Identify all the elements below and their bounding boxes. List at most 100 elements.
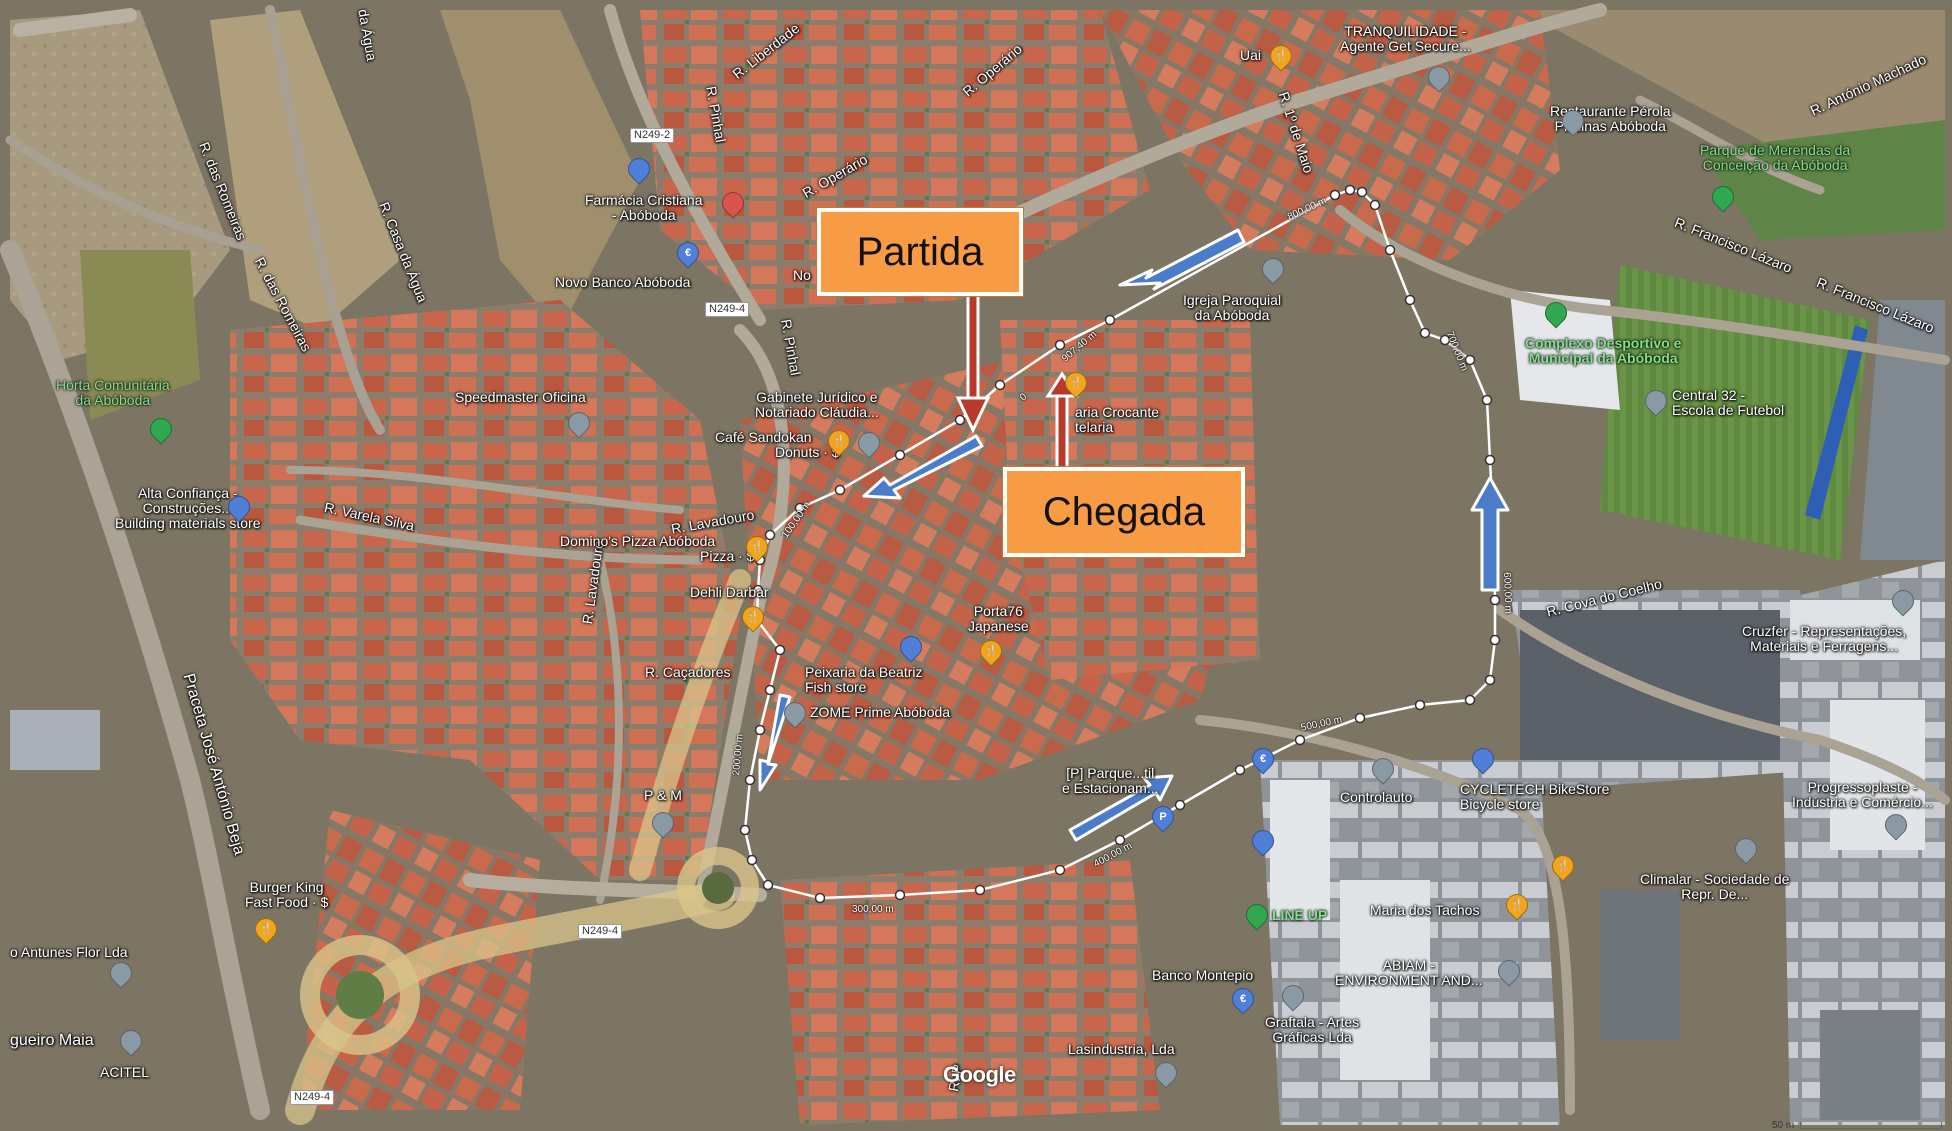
place-parque-merendas-line1: Parque de Merendas da — [1700, 142, 1851, 158]
route-vertex-dot[interactable] — [774, 644, 786, 656]
place-cruzfer: Cruzfer - Representações,Materiais e Fer… — [1742, 624, 1906, 654]
measurement-route-vertices[interactable] — [739, 184, 1501, 904]
route-vertex-dot[interactable] — [974, 884, 986, 896]
roundabout-1-center — [702, 872, 734, 904]
route-vertex-dot[interactable] — [1481, 394, 1493, 406]
place-horta-line1: Horta Comunitária — [56, 377, 170, 393]
scale-bar — [1800, 1122, 1942, 1129]
route-vertex-dot[interactable] — [1054, 864, 1066, 876]
route-vertex-dot[interactable] — [1414, 699, 1426, 711]
direction-arrow-1 — [1118, 228, 1246, 291]
place-farmacia-line1: Farmácia Cristiana — [585, 192, 703, 208]
place-complexo-line1: Complexo Desportivo e — [1525, 335, 1682, 351]
place-crocante-line2: telaria — [1075, 419, 1114, 435]
parque-merendas-green — [1700, 120, 1945, 240]
place-cruzfer-line2: Materiais e Ferragens... — [1750, 638, 1899, 654]
route-vertex-dot[interactable] — [1356, 186, 1368, 198]
place-porta76-line1: Porta76 — [973, 603, 1023, 619]
place-p-and-m: P & M — [644, 787, 682, 803]
residential-block-south — [780, 860, 1160, 1125]
warehouse-abiam — [1340, 880, 1430, 1080]
place-alta-confianca-line2: Construções... — [142, 500, 233, 516]
place-novo-banco: Novo Banco Abóboda — [555, 274, 691, 290]
direction-arrow-2 — [862, 434, 984, 500]
direction-arrow-4 — [1068, 774, 1174, 842]
place-tranquilidade-line1: TRANQUILIDADE - — [1344, 23, 1467, 39]
route-vertex-dot[interactable] — [1489, 634, 1501, 646]
route-vertex-dot[interactable] — [1419, 327, 1431, 339]
place-dominos-line1: Domino's Pizza Abóboda — [560, 533, 716, 549]
route-vertex-dot[interactable] — [1344, 184, 1356, 196]
route-vertex-dot[interactable] — [1369, 199, 1381, 211]
route-vertex-dot[interactable] — [1174, 799, 1186, 811]
route-vertex-dot[interactable] — [1054, 339, 1066, 351]
finish-callout: Chegada — [1003, 467, 1245, 557]
place-maria-dos-tachos: Maria dos Tachos — [1370, 902, 1480, 918]
warehouse-west — [10, 710, 100, 770]
place-lasindustria: Lasindustria, Lda — [1068, 1041, 1175, 1057]
route-vertex-dot[interactable] — [1329, 189, 1341, 201]
place-zome-prime: ZOME Prime Abóboda — [810, 704, 951, 720]
route-vertex-dot[interactable] — [746, 854, 758, 866]
route-vertex-dot[interactable] — [1104, 314, 1116, 326]
route-vertex-dot[interactable] — [1354, 712, 1366, 724]
place-controlauto: Controlauto — [1340, 789, 1413, 805]
route-vertex-dot[interactable] — [1404, 294, 1416, 306]
route-vertex-dot[interactable] — [754, 724, 766, 736]
place-parque-est-line2: e Estacionam... — [1062, 780, 1159, 796]
place-alta-confianca: Alta Confiança -Construções...Building m… — [115, 486, 261, 531]
route-vertex-dot[interactable] — [744, 774, 756, 786]
route-vertex-dot[interactable] — [894, 889, 906, 901]
place-cycletech-sub: Bicycle store — [1460, 796, 1540, 812]
route-vertex-dot[interactable] — [1294, 734, 1306, 746]
route-vertex-dot[interactable] — [739, 824, 751, 836]
route-vertex-dot[interactable] — [764, 529, 776, 541]
place-tranquilidade: TRANQUILIDADE -Agente Get Secure... — [1340, 24, 1471, 54]
road-tag-n249-2: N249-2 — [630, 128, 675, 143]
place-antunes-flor: o Antunes Flor Lda — [10, 944, 128, 960]
place-dehli-darbar: Dehli Darbar — [690, 584, 769, 600]
place-central32-line2: Escola de Futebol — [1672, 402, 1785, 418]
route-vertex-dot[interactable] — [762, 879, 774, 891]
place-burger-king-sub: Fast Food · $ — [245, 894, 329, 910]
place-cycletech-line1: CYCLETECH BikeStore — [1460, 781, 1610, 797]
place-climalar-line1: Climalar - Sociedade de — [1640, 871, 1790, 887]
route-vertex-dot[interactable] — [1484, 454, 1496, 466]
place-cafe-sandokan-line1: Café Sandokan — [715, 429, 812, 445]
complexo-desportivo-building — [1510, 290, 1620, 410]
road-tag-n249-4-north: N249-4 — [705, 302, 750, 317]
route-vertex-dot[interactable] — [1114, 834, 1126, 846]
place-burger-king-line1: Burger King — [249, 879, 324, 895]
route-vertex-dot[interactable] — [764, 684, 776, 696]
route-vertex-dot[interactable] — [1489, 594, 1501, 606]
place-gabinete-line2: Notariado Cláudia... — [755, 404, 879, 420]
place-crocante-line1: aria Crocante — [1075, 404, 1160, 420]
roundabout-2 — [300, 935, 420, 1055]
route-vertex-dot[interactable] — [1464, 694, 1476, 706]
place-horta-line2: da Abóboda — [75, 392, 151, 408]
route-vertex-dot[interactable] — [794, 502, 806, 514]
place-abiam-line2: ENVIRONMENT AND... — [1335, 972, 1483, 988]
route-vertex-dot[interactable] — [834, 484, 846, 496]
route-vertex-dot[interactable] — [894, 449, 906, 461]
roundabout-2-center — [336, 971, 384, 1019]
route-vertex-dot[interactable] — [1234, 764, 1246, 776]
route-vertex-dot[interactable] — [1464, 354, 1476, 366]
route-vertex-dot[interactable] — [994, 379, 1006, 391]
route-vertex-dot[interactable] — [1439, 334, 1451, 346]
place-uai: Uai — [1240, 47, 1262, 63]
scale-label: 50 m — [1772, 1120, 1795, 1131]
route-vertex-dot[interactable] — [752, 584, 764, 596]
route-vertex-dot[interactable] — [814, 892, 826, 904]
route-vertex-dot[interactable] — [954, 414, 966, 426]
route-vertex-dot[interactable] — [1484, 674, 1496, 686]
place-farmacia-cristiana: Farmácia Cristiana- Abóboda — [585, 193, 702, 223]
place-cruzfer-line1: Cruzfer - Representações, — [1742, 623, 1907, 639]
route-vertex-dot[interactable] — [1384, 244, 1396, 256]
